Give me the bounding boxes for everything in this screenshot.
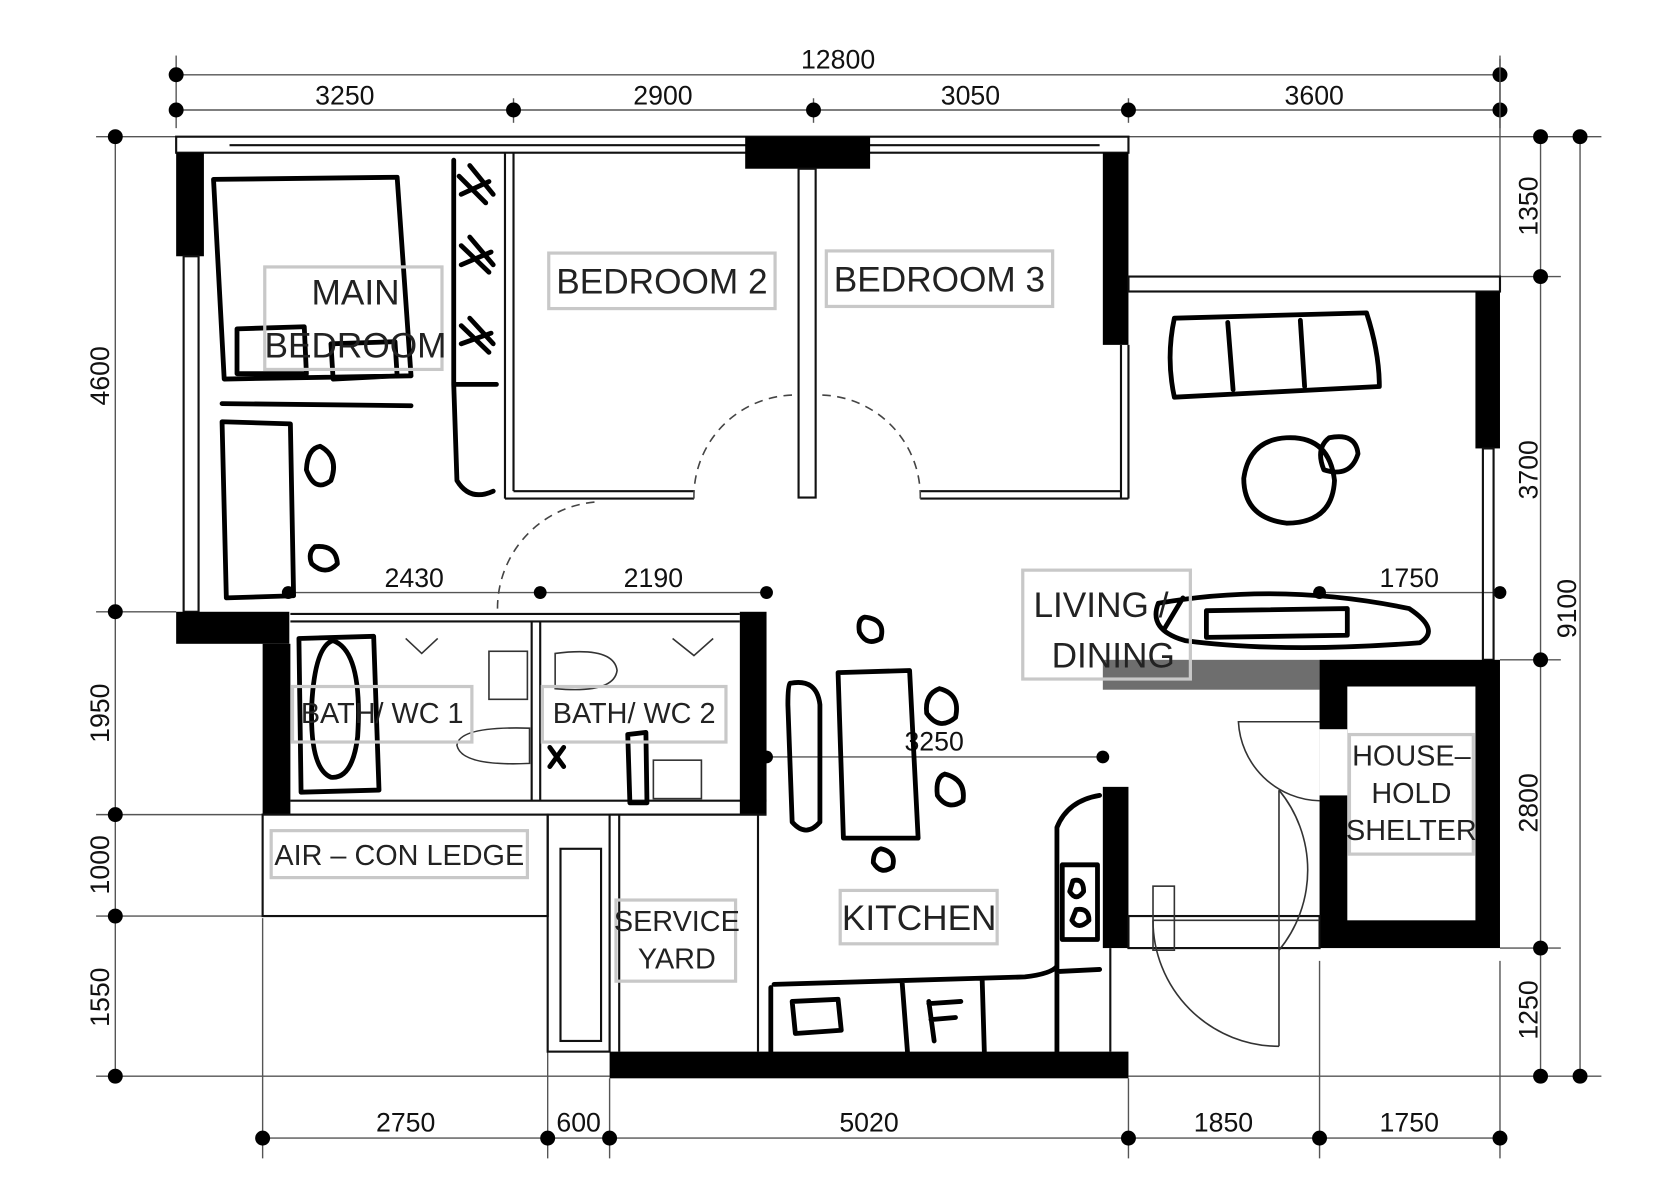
chair-3 [934,771,966,808]
label-dining: DINING [1052,636,1175,675]
stool-2 [307,544,340,573]
dim-bottom-3: 5020 [839,1108,898,1138]
dimension-top: 12800 3250 2900 3050 3600 [168,44,1508,129]
label-shelter-3: SHELTER [1346,815,1477,847]
dim-total-height: 9100 [1552,579,1582,638]
label-main-bedroom-1: MAIN [311,273,399,312]
bed-main [211,174,414,409]
dim-top-3: 3050 [941,81,1000,111]
kitchen-counter [768,793,1103,1055]
dim-top-4: 3600 [1285,81,1344,111]
bath2-fixture [625,730,650,806]
label-main-bedroom-2: BEDROOM [265,327,447,366]
marker-x [547,744,567,769]
dim-right-4: 1250 [1513,980,1543,1039]
dim-bottom-5: 1750 [1380,1108,1439,1138]
chair-4 [870,846,896,873]
stool-1 [303,443,336,488]
label-bath-wc-1: BATH/ WC 1 [301,698,464,730]
dimension-bottom: 2750 600 5020 1850 1750 [255,918,1508,1159]
dim-bottom-4: 1850 [1194,1108,1253,1138]
fixtures [456,650,1176,952]
dim-bath1: 2430 [385,563,444,593]
label-shelter-1: HOUSE– [1352,741,1471,773]
desk-main [219,419,296,601]
dim-bath2: 2190 [624,563,683,593]
dim-top-2: 2900 [633,81,692,111]
label-aircon-ledge: AIR – CON LEDGE [274,840,524,872]
dim-right-1: 1350 [1513,176,1543,235]
label-bath-wc-2: BATH/ WC 2 [553,698,716,730]
tv-console [1153,591,1431,650]
dim-living-right: 1750 [1380,563,1439,593]
dim-left-2: 1950 [85,684,115,743]
label-service-yard-1: SERVICE [614,906,740,938]
hanger-marks [456,163,496,355]
hob-rings [1067,877,1092,929]
dim-right-3: 2800 [1513,773,1543,832]
dim-bottom-1: 2750 [376,1108,435,1138]
room-labels: MAIN BEDROOM BEDROOM 2 BEDROOM 3 LIVING … [263,249,1477,983]
dim-left-4: 1550 [85,967,115,1026]
wardrobe-main [451,157,499,498]
label-living: LIVING / [1033,586,1168,625]
doors [405,394,1320,1048]
dim-left-3: 1000 [85,835,115,894]
label-service-yard-2: YARD [638,943,716,975]
dimension-right: 1350 3700 2800 1250 9100 [1128,58,1602,1084]
walls [175,135,1502,1079]
fridge-f [926,999,964,1044]
sink-sketch [789,996,844,1036]
label-bedroom-3: BEDROOM 3 [834,260,1045,299]
sofa [1167,310,1382,400]
dim-top-1: 3250 [315,81,374,111]
coffee-table [1241,434,1361,526]
dim-right-2: 3700 [1513,440,1543,499]
dining-table [835,668,921,841]
dim-total-width: 12800 [801,44,875,74]
label-bedroom-2: BEDROOM 2 [556,263,767,302]
label-shelter-2: HOLD [1371,778,1451,810]
dim-bottom-2: 600 [556,1108,601,1138]
chair-1 [856,614,885,644]
dim-left-1: 4600 [85,346,115,405]
label-kitchen: KITCHEN [842,899,997,938]
dimension-left: 4600 1950 1000 1550 [85,129,610,1084]
dining-bench [785,680,823,833]
chair-2 [924,686,959,726]
